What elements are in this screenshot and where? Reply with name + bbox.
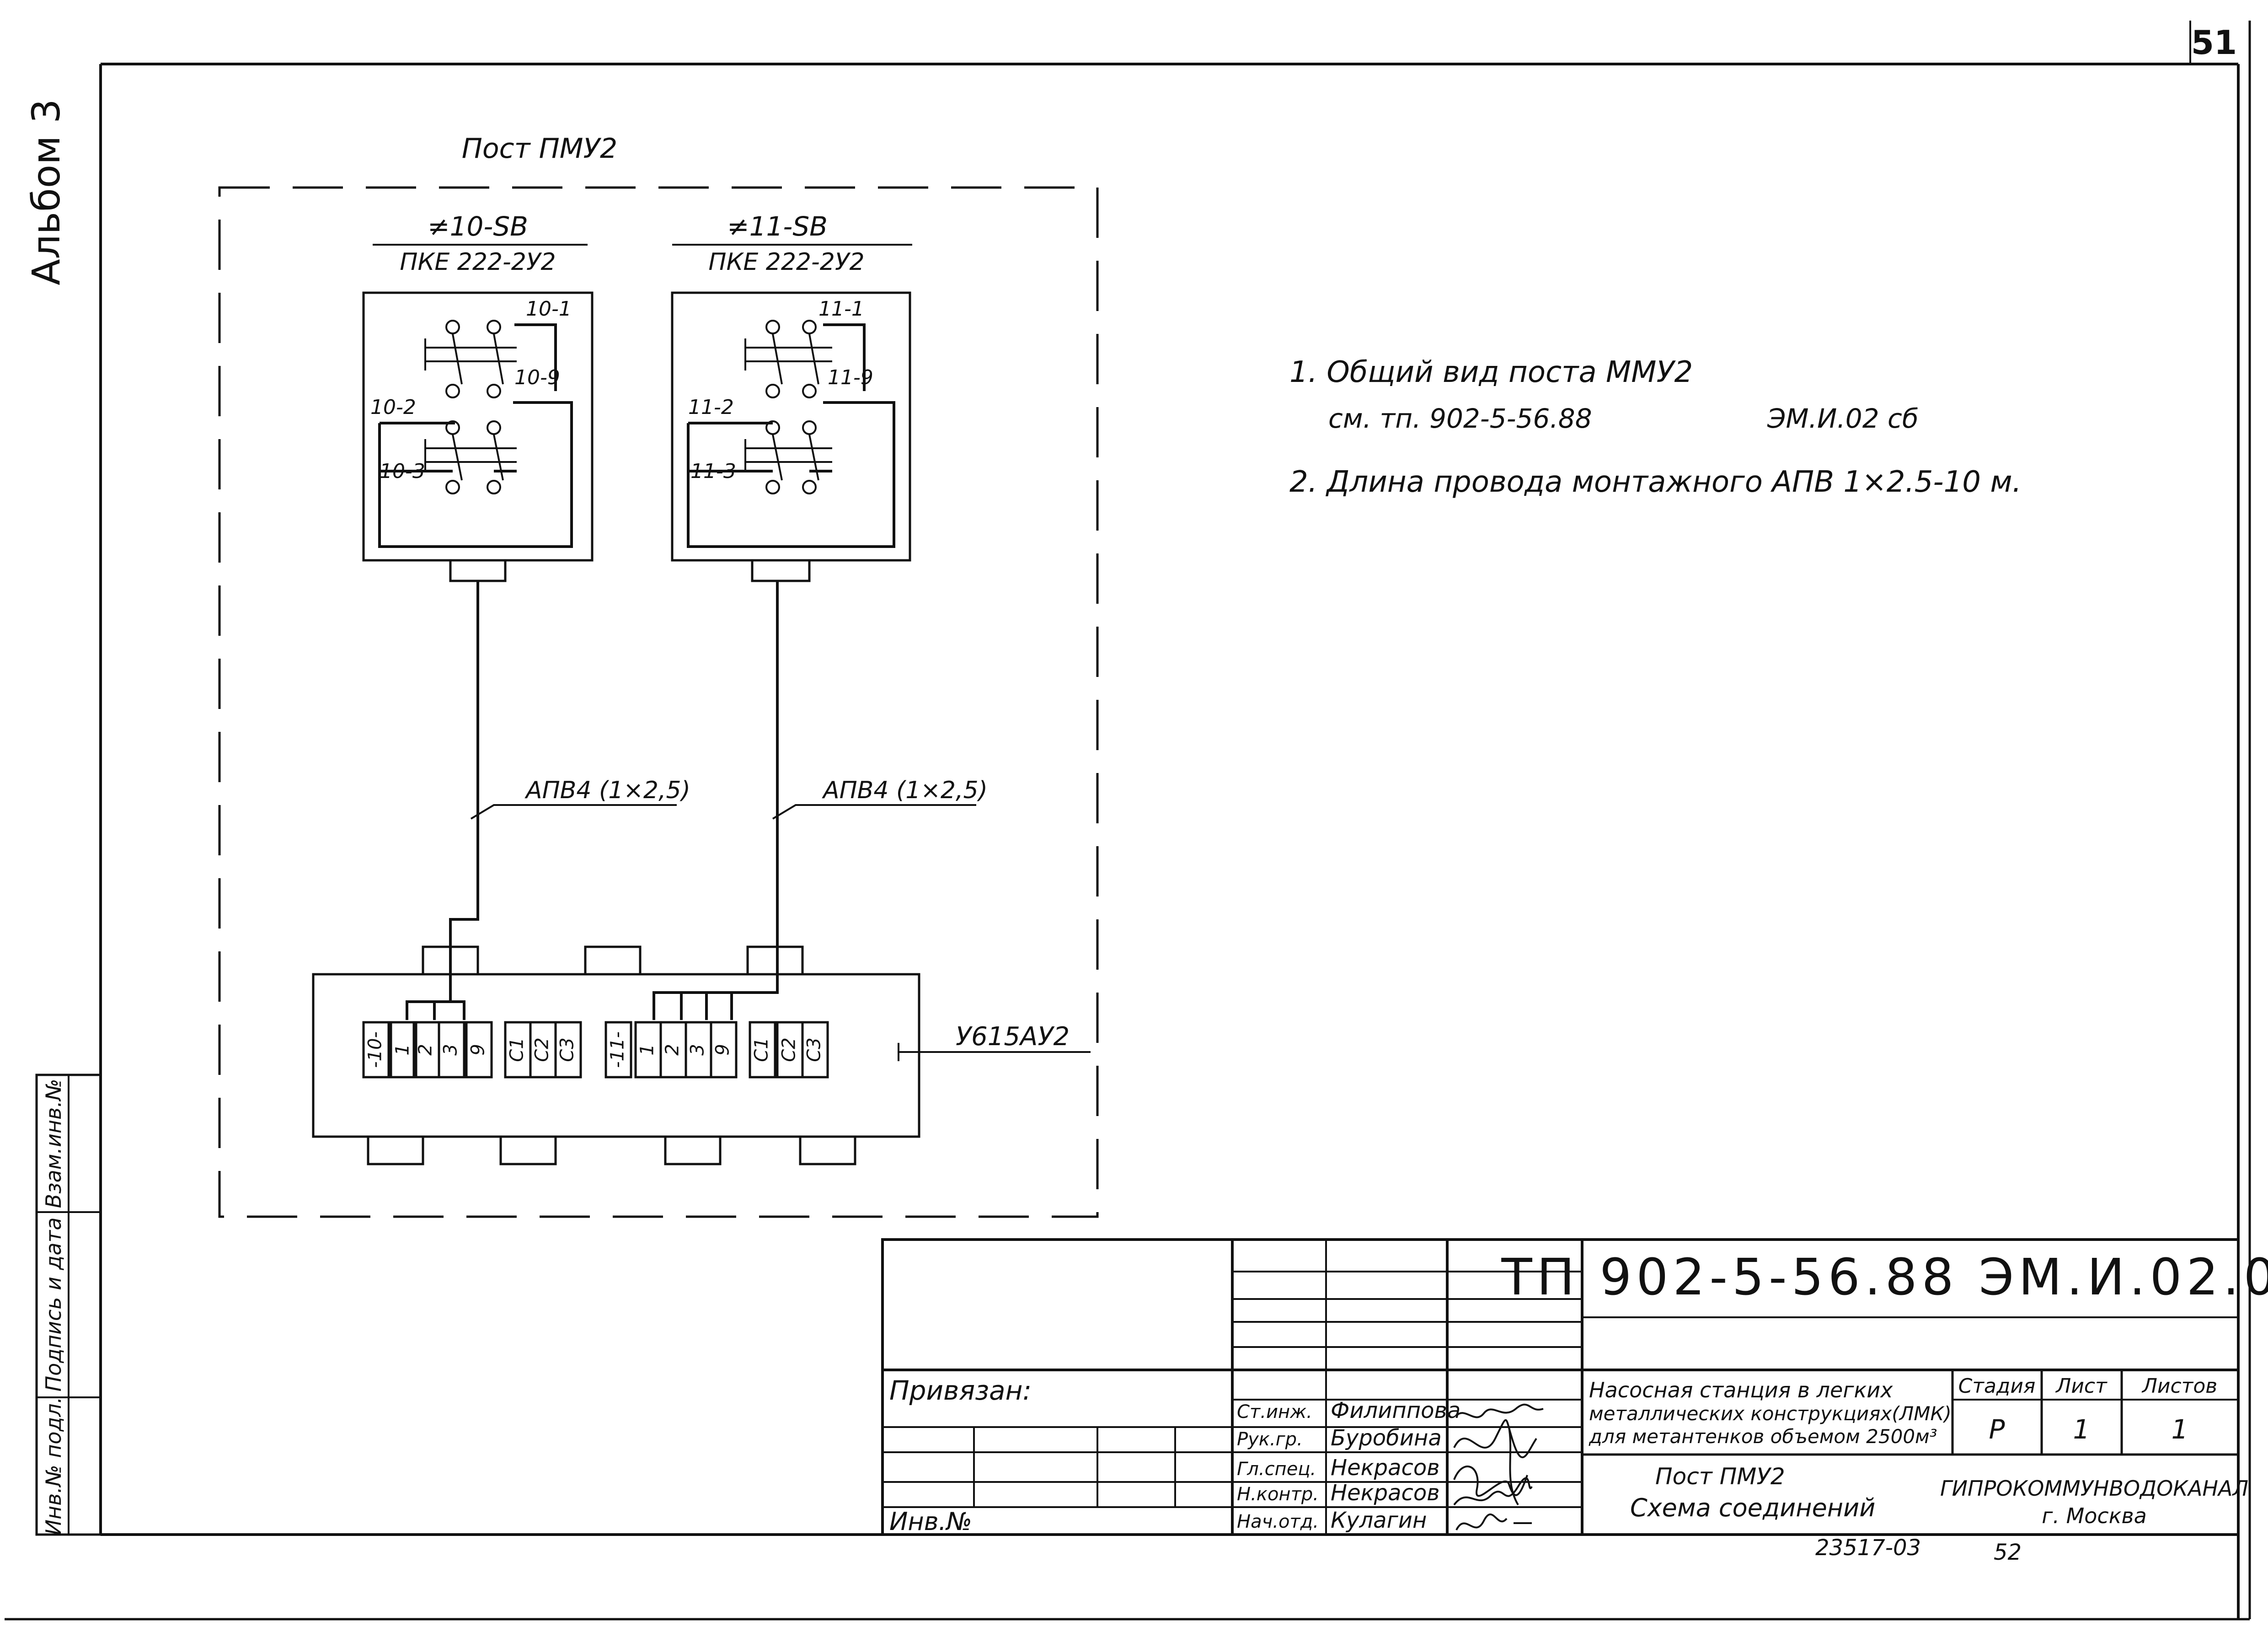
sheet-title: Схема соединений	[1630, 1493, 1875, 1522]
terminal-cell-label: С3	[557, 1037, 578, 1062]
side-stamp-sign: Подпись и дата	[41, 1217, 66, 1391]
switch-model: ПКЕ 222-2У2	[708, 248, 864, 276]
terminal-cell-label: С1	[751, 1037, 772, 1062]
terminal-cell-label: 9	[712, 1044, 733, 1055]
side-stamp: Инв.№ подл. Подпись и дата Взам.инв.№	[35, 1074, 102, 1536]
terminal-cell	[362, 1021, 390, 1079]
switch-tag: ≠10-SB	[428, 211, 528, 242]
project-desc: для метантенков объемом 2500м³	[1589, 1425, 1937, 1448]
side-stamp-inv: Инв.№ подл.	[41, 1397, 66, 1535]
post-title: Пост ПМУ2	[462, 133, 617, 165]
role: Гл.спец.	[1237, 1459, 1316, 1480]
terminal-label: 10-3	[380, 460, 425, 483]
sheets-value: 1	[2172, 1414, 2188, 1445]
terminal-cell	[390, 1021, 417, 1079]
footer-code: 23517-03	[1815, 1535, 1921, 1561]
terminal-cell	[604, 1021, 632, 1079]
notes: 1. Общий вид поста ММУ2 см. тп. 902-5-56…	[1289, 355, 2022, 499]
terminal-label: 10-1	[526, 297, 572, 321]
terminal-cell-label: 3	[687, 1044, 708, 1055]
post-boundary	[218, 186, 1099, 1218]
name: Кулагин	[1331, 1508, 1427, 1533]
signatures	[1453, 1403, 1544, 1530]
terminal-label: 11-2	[688, 396, 734, 419]
terminal-cell	[438, 1021, 465, 1079]
switch-11-sb: ≠11-SB ПКЕ 222-2У2 11-1 11-9 11-2 11-3	[671, 211, 912, 582]
terminal-cell-label: -11-	[607, 1031, 628, 1068]
bound-label: Привязан:	[889, 1375, 1032, 1406]
side-stamp-replace: Взам.инв.№	[41, 1079, 66, 1208]
note-1-ref: см. тп. 902-5-56.88	[1328, 403, 1592, 434]
role: Н.контр.	[1237, 1484, 1319, 1505]
note-2: 2. Длина провода монтажного АПВ 1×2.5-10…	[1289, 465, 2022, 499]
cable-label: АПВ4 (1×2,5)	[524, 777, 690, 804]
role: Рук.гр.	[1237, 1429, 1303, 1450]
role: Нач.отд.	[1237, 1511, 1319, 1532]
terminal-cell	[710, 1021, 738, 1079]
organization: ГИПРОКОММУНВОДОКАНАЛ	[1940, 1476, 2248, 1501]
name: Буробина	[1331, 1425, 1442, 1451]
switch-model: ПКЕ 222-2У2	[400, 248, 556, 276]
terminal-label: 11-9	[828, 366, 873, 389]
terminal-cell-label: С3	[804, 1037, 825, 1062]
organization-city: г. Москва	[2042, 1503, 2147, 1528]
stage-value: Р	[1989, 1414, 2005, 1445]
footer-num: 52	[1994, 1540, 2022, 1565]
terminal-cell	[749, 1021, 776, 1079]
terminal-label: 10-9	[514, 366, 560, 389]
cables: АПВ4 (1×2,5) АПВ4 (1×2,5)	[406, 581, 988, 1020]
terminal-label: 11-3	[690, 460, 736, 483]
col-header-sheets: Листов	[2141, 1374, 2217, 1398]
terminal-cell-label: 1	[392, 1044, 413, 1055]
sheet-frame	[5, 21, 2251, 1621]
name: Некрасов	[1331, 1455, 1440, 1481]
terminal-block-label: У615АУ2	[956, 1022, 1070, 1052]
terminal-cell-label: 2	[415, 1044, 436, 1055]
terminal-cell-label: С2	[532, 1037, 553, 1062]
terminal-label: 10-2	[370, 396, 416, 419]
terminal-cell-label: С1	[507, 1037, 528, 1062]
project-desc: металлических конструкциях(ЛМК)	[1589, 1402, 1952, 1425]
role: Ст.инж.	[1237, 1401, 1312, 1423]
doc-code: ТП 902-5-56.88 ЭМ.И.02.01	[1501, 1248, 2268, 1306]
terminal-cell-label: -10-	[365, 1031, 386, 1068]
terminal-cell-label: С2	[779, 1037, 800, 1062]
name: Филиппова	[1331, 1398, 1460, 1423]
terminal-cell	[801, 1021, 829, 1079]
sheet-value: 1	[2073, 1414, 2090, 1445]
terminal-cell-label: 9	[468, 1044, 489, 1055]
cable-label: АПВ4 (1×2,5)	[822, 777, 988, 804]
project-desc: Насосная станция в легких	[1589, 1378, 1893, 1402]
switch-10-sb: ≠10-SB ПКЕ 222-2У2 10-1 10-9 10-2 10-3	[362, 211, 594, 582]
terminal-cell	[554, 1021, 582, 1079]
switch-tag: ≠11-SB	[727, 211, 828, 242]
terminal-cell	[465, 1021, 493, 1079]
note-1-doc: ЭМ.И.02 сб	[1767, 403, 1919, 434]
col-header-sheet: Лист	[2055, 1374, 2108, 1398]
inv-label: Инв.№	[889, 1507, 972, 1536]
terminal-cell-label: 2	[662, 1044, 683, 1055]
terminal-cell-label: 3	[440, 1044, 461, 1055]
page-number: 51	[2191, 23, 2237, 62]
name: Некрасов	[1331, 1480, 1440, 1506]
col-header-stage: Стадия	[1958, 1374, 2036, 1398]
note-1: 1. Общий вид поста ММУ2	[1289, 355, 1693, 389]
terminal-label: 11-1	[818, 297, 864, 321]
terminal-cell-label: 1	[637, 1044, 658, 1055]
album-label: Альбом 3	[24, 99, 69, 285]
title-block: ТП 902-5-56.88 ЭМ.И.02.01 Привязан: Инв.…	[881, 1238, 2268, 1565]
sheet-title: Пост ПМУ2	[1655, 1463, 1785, 1490]
